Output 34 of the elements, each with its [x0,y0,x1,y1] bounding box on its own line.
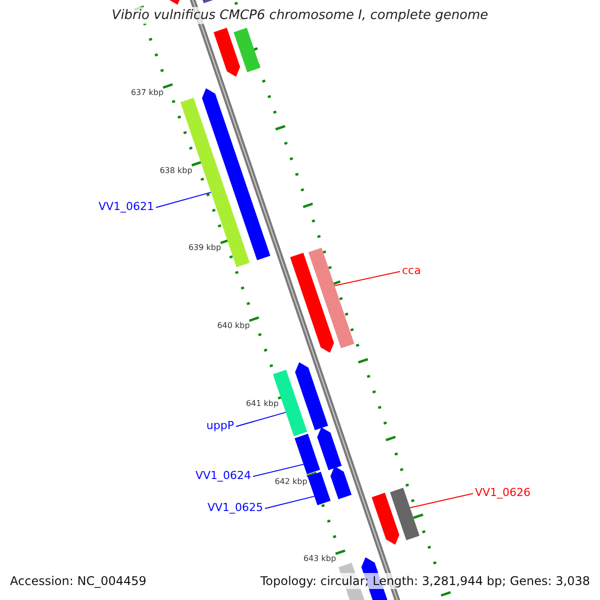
gene-bar [202,88,270,260]
accession-text: Accession: NC_004459 [8,573,148,589]
scale-label: 641 kbp [246,398,279,409]
leader-line [236,412,286,427]
scale-label: 639 kbp [188,243,222,254]
scale-label: 643 kbp [303,554,336,564]
genome-summary-text: Topology: circular; Length: 3,281,944 bp; Genes: 3,038 [258,573,592,589]
gene-label: VV1_0621 [98,200,154,213]
gene-bar [390,488,420,540]
gene-bar [214,28,240,77]
leader-line [334,271,400,286]
scale-label: 640 kbp [217,321,250,332]
gene-label: uppP [206,419,234,432]
scale-label: 638 kbp [160,166,192,176]
leader-line [156,192,212,208]
leader-line [410,493,474,508]
gene-label: VV1_0626 [475,486,531,499]
gene-bar [295,362,328,430]
gene-bar [308,248,354,348]
leader-line [264,496,315,509]
gene-bar [234,28,260,72]
scale-label: 642 kbp [274,476,308,486]
gene-label: VV1_0624 [195,469,251,482]
gene-bar [308,472,331,506]
gene-bar [290,252,334,353]
gene-bar [180,98,250,268]
gene-bar [372,492,400,545]
gene-bar [317,427,342,470]
leader-line [252,464,304,477]
scale-label: 637 kbp [130,88,164,98]
gene-label: cca [402,264,421,277]
gene-bar [294,434,320,474]
gene-label: VV1_0625 [207,501,263,514]
gene-bar [330,466,352,500]
